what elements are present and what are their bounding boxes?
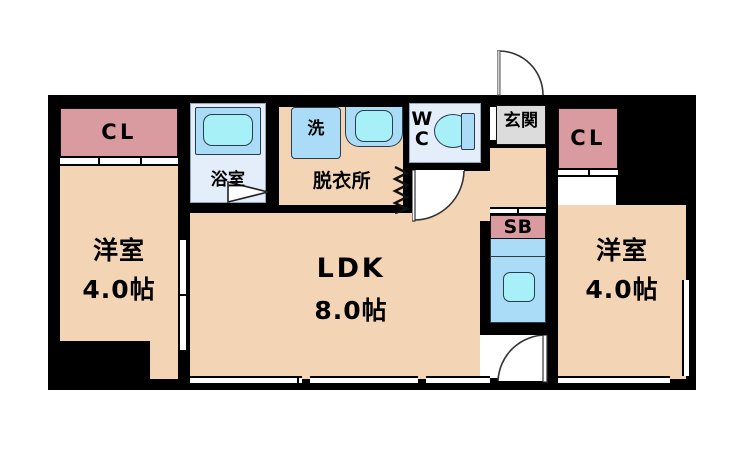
washer-icon [291, 107, 341, 159]
closet-right-label: CL [570, 126, 606, 150]
closet-left-door-divider [98, 156, 100, 166]
wall-entrance-bottom [490, 140, 558, 150]
window-bedroom-right-side[interactable] [682, 280, 691, 376]
ldk-name: LDK [316, 253, 386, 284]
washer-label: 洗 [307, 119, 325, 139]
shoe-box-door-divider [517, 207, 519, 215]
floor-ldk [190, 213, 480, 379]
ldk-area: 8.0帖 [314, 296, 388, 325]
closet-left-door-divider-2 [140, 156, 142, 166]
bath-label: 浴室 [210, 170, 246, 190]
bedroom-left-area: 4.0帖 [82, 275, 156, 304]
shoe-box [490, 215, 546, 239]
wall-right-bedroom-divider [546, 150, 558, 390]
window-divider-1 [297, 376, 299, 385]
shoe-box-label: SB [503, 216, 533, 238]
entrance-floor [496, 105, 546, 145]
wall-block-top-left [48, 95, 60, 155]
window-bedroom-left-bottom[interactable] [190, 376, 302, 385]
wall-right-closet-frame [546, 95, 696, 109]
bedroom-right-door[interactable] [496, 335, 548, 383]
wall-block-top-right [616, 95, 696, 205]
kitchen-sink-icon [503, 272, 535, 302]
closet-right-door-divider [588, 168, 590, 177]
wall-kitchen-left [478, 205, 490, 335]
lavatory-basin-icon [355, 110, 393, 142]
toilet-tank-icon [461, 113, 475, 150]
bedroom-left-name: 洋室 [92, 236, 145, 265]
bath-door[interactable] [226, 180, 270, 204]
wall-dressing-bottom [279, 203, 413, 215]
window-ldk-bottom-2[interactable] [426, 376, 490, 385]
floor-ldk-entry-strip [490, 148, 546, 178]
wall-bath-right [265, 95, 279, 210]
floor-bedroom-left-ext [150, 155, 178, 379]
closet-left-sliding-door[interactable] [60, 156, 178, 166]
bedroom-right-name: 洋室 [595, 236, 648, 265]
closet-left [60, 108, 178, 158]
floor-bedroom-right [558, 205, 686, 379]
entrance-label: 玄関 [503, 111, 539, 131]
bathtub-icon [203, 114, 253, 146]
wall-exterior-left [48, 95, 60, 390]
wall-kitchen-bottom [478, 323, 546, 335]
window-ldk-bottom[interactable] [310, 376, 418, 385]
entrance-door[interactable] [497, 50, 553, 96]
dressing-label: 脱衣所 [312, 170, 372, 192]
closet-left-label: CL [101, 120, 137, 144]
window-bedroom-right-bottom[interactable] [558, 376, 670, 385]
closet-right [558, 108, 618, 170]
wc-door[interactable] [412, 170, 466, 222]
wall-left-closet-frame [48, 95, 188, 109]
bedroom-left-door-divider [178, 294, 188, 296]
bedroom-right-area: 4.0帖 [585, 275, 659, 304]
dressing-accordion-door[interactable] [392, 165, 411, 215]
